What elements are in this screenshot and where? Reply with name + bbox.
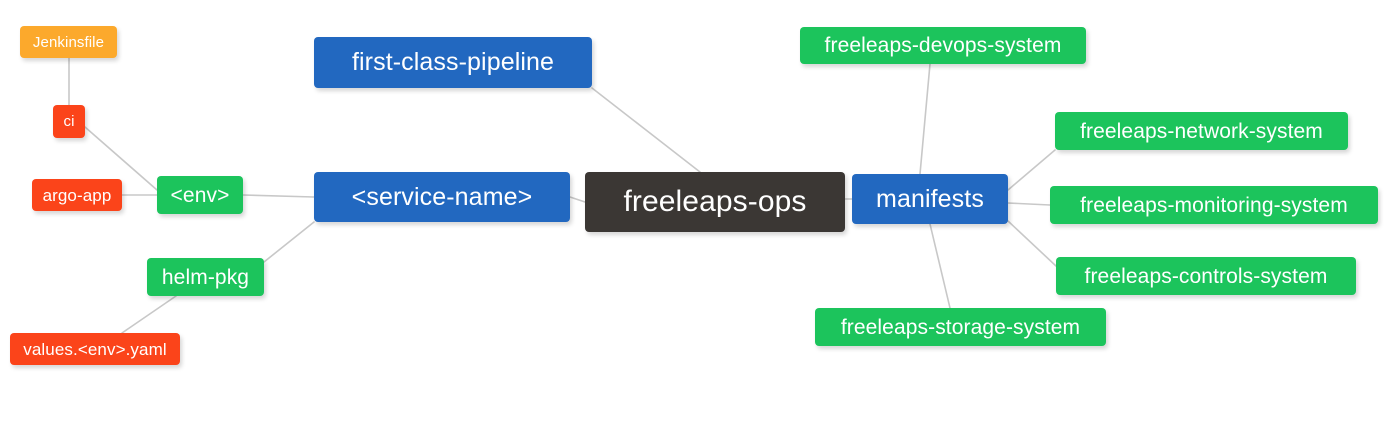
edge-manifests-to-freeleaps-controls-system xyxy=(1007,220,1057,267)
mindmap-node-label: freeleaps-ops xyxy=(623,185,807,218)
mindmap-node-label: helm-pkg xyxy=(161,265,250,289)
mindmap-node-values-env-yaml[interactable]: values.<env>.yaml xyxy=(10,333,180,365)
mindmap-node-first-class-pipeline[interactable]: first-class-pipeline xyxy=(314,37,592,88)
mindmap-node-label: <service-name> xyxy=(351,182,533,211)
mindmap-node-label: manifests xyxy=(876,184,984,213)
edge-helm-pkg-to-values-env-yaml xyxy=(121,295,177,334)
mindmap-node-freeleaps-network-system[interactable]: freeleaps-network-system xyxy=(1055,112,1348,150)
mindmap-node-label: <env> xyxy=(170,183,230,207)
mindmap-node-manifests[interactable]: manifests xyxy=(852,174,1008,224)
mindmap-node-label: Jenkinsfile xyxy=(32,33,105,51)
edge-root-to-service-name xyxy=(569,196,586,203)
mindmap-node-freeleaps-devops-system[interactable]: freeleaps-devops-system xyxy=(800,27,1086,64)
edge-service-name-to-helm-pkg xyxy=(263,221,315,263)
mindmap-node-label: first-class-pipeline xyxy=(351,48,555,76)
mindmap-node-helm-pkg[interactable]: helm-pkg xyxy=(147,258,264,296)
edge-service-name-to-env xyxy=(242,194,315,198)
mindmap-node-label: freeleaps-controls-system xyxy=(1084,264,1328,288)
mindmap-node-label: freeleaps-monitoring-system xyxy=(1080,193,1348,217)
mindmap-node-label: argo-app xyxy=(42,185,112,205)
mindmap-node-label: freeleaps-storage-system xyxy=(840,315,1081,339)
edge-manifests-to-freeleaps-monitoring-system xyxy=(1007,202,1051,206)
mindmap-node-label: ci xyxy=(63,113,75,130)
mindmap-node-label: freeleaps-network-system xyxy=(1080,119,1323,143)
mindmap-node-root[interactable]: freeleaps-ops xyxy=(585,172,845,232)
mindmap-node-ci[interactable]: ci xyxy=(53,105,85,138)
edge-manifests-to-freeleaps-storage-system xyxy=(929,223,951,309)
mindmap-node-label: values.<env>.yaml xyxy=(23,339,167,359)
mindmap-node-freeleaps-controls-system[interactable]: freeleaps-controls-system xyxy=(1056,257,1356,295)
mindmap-node-jenkinsfile[interactable]: Jenkinsfile xyxy=(20,26,117,58)
edge-manifests-to-freeleaps-network-system xyxy=(1007,149,1056,191)
edge-manifests-to-freeleaps-devops-system xyxy=(919,63,931,175)
mindmap-node-freeleaps-storage-system[interactable]: freeleaps-storage-system xyxy=(815,308,1106,346)
mindmap-node-freeleaps-monitoring-system[interactable]: freeleaps-monitoring-system xyxy=(1050,186,1378,224)
mindmap-node-argo-app[interactable]: argo-app xyxy=(32,179,122,211)
mindmap-node-label: freeleaps-devops-system xyxy=(824,34,1062,57)
edge-root-to-first-class-pipeline xyxy=(591,87,701,173)
mindmap-node-service-name[interactable]: <service-name> xyxy=(314,172,570,222)
mindmap-node-env[interactable]: <env> xyxy=(157,176,243,214)
